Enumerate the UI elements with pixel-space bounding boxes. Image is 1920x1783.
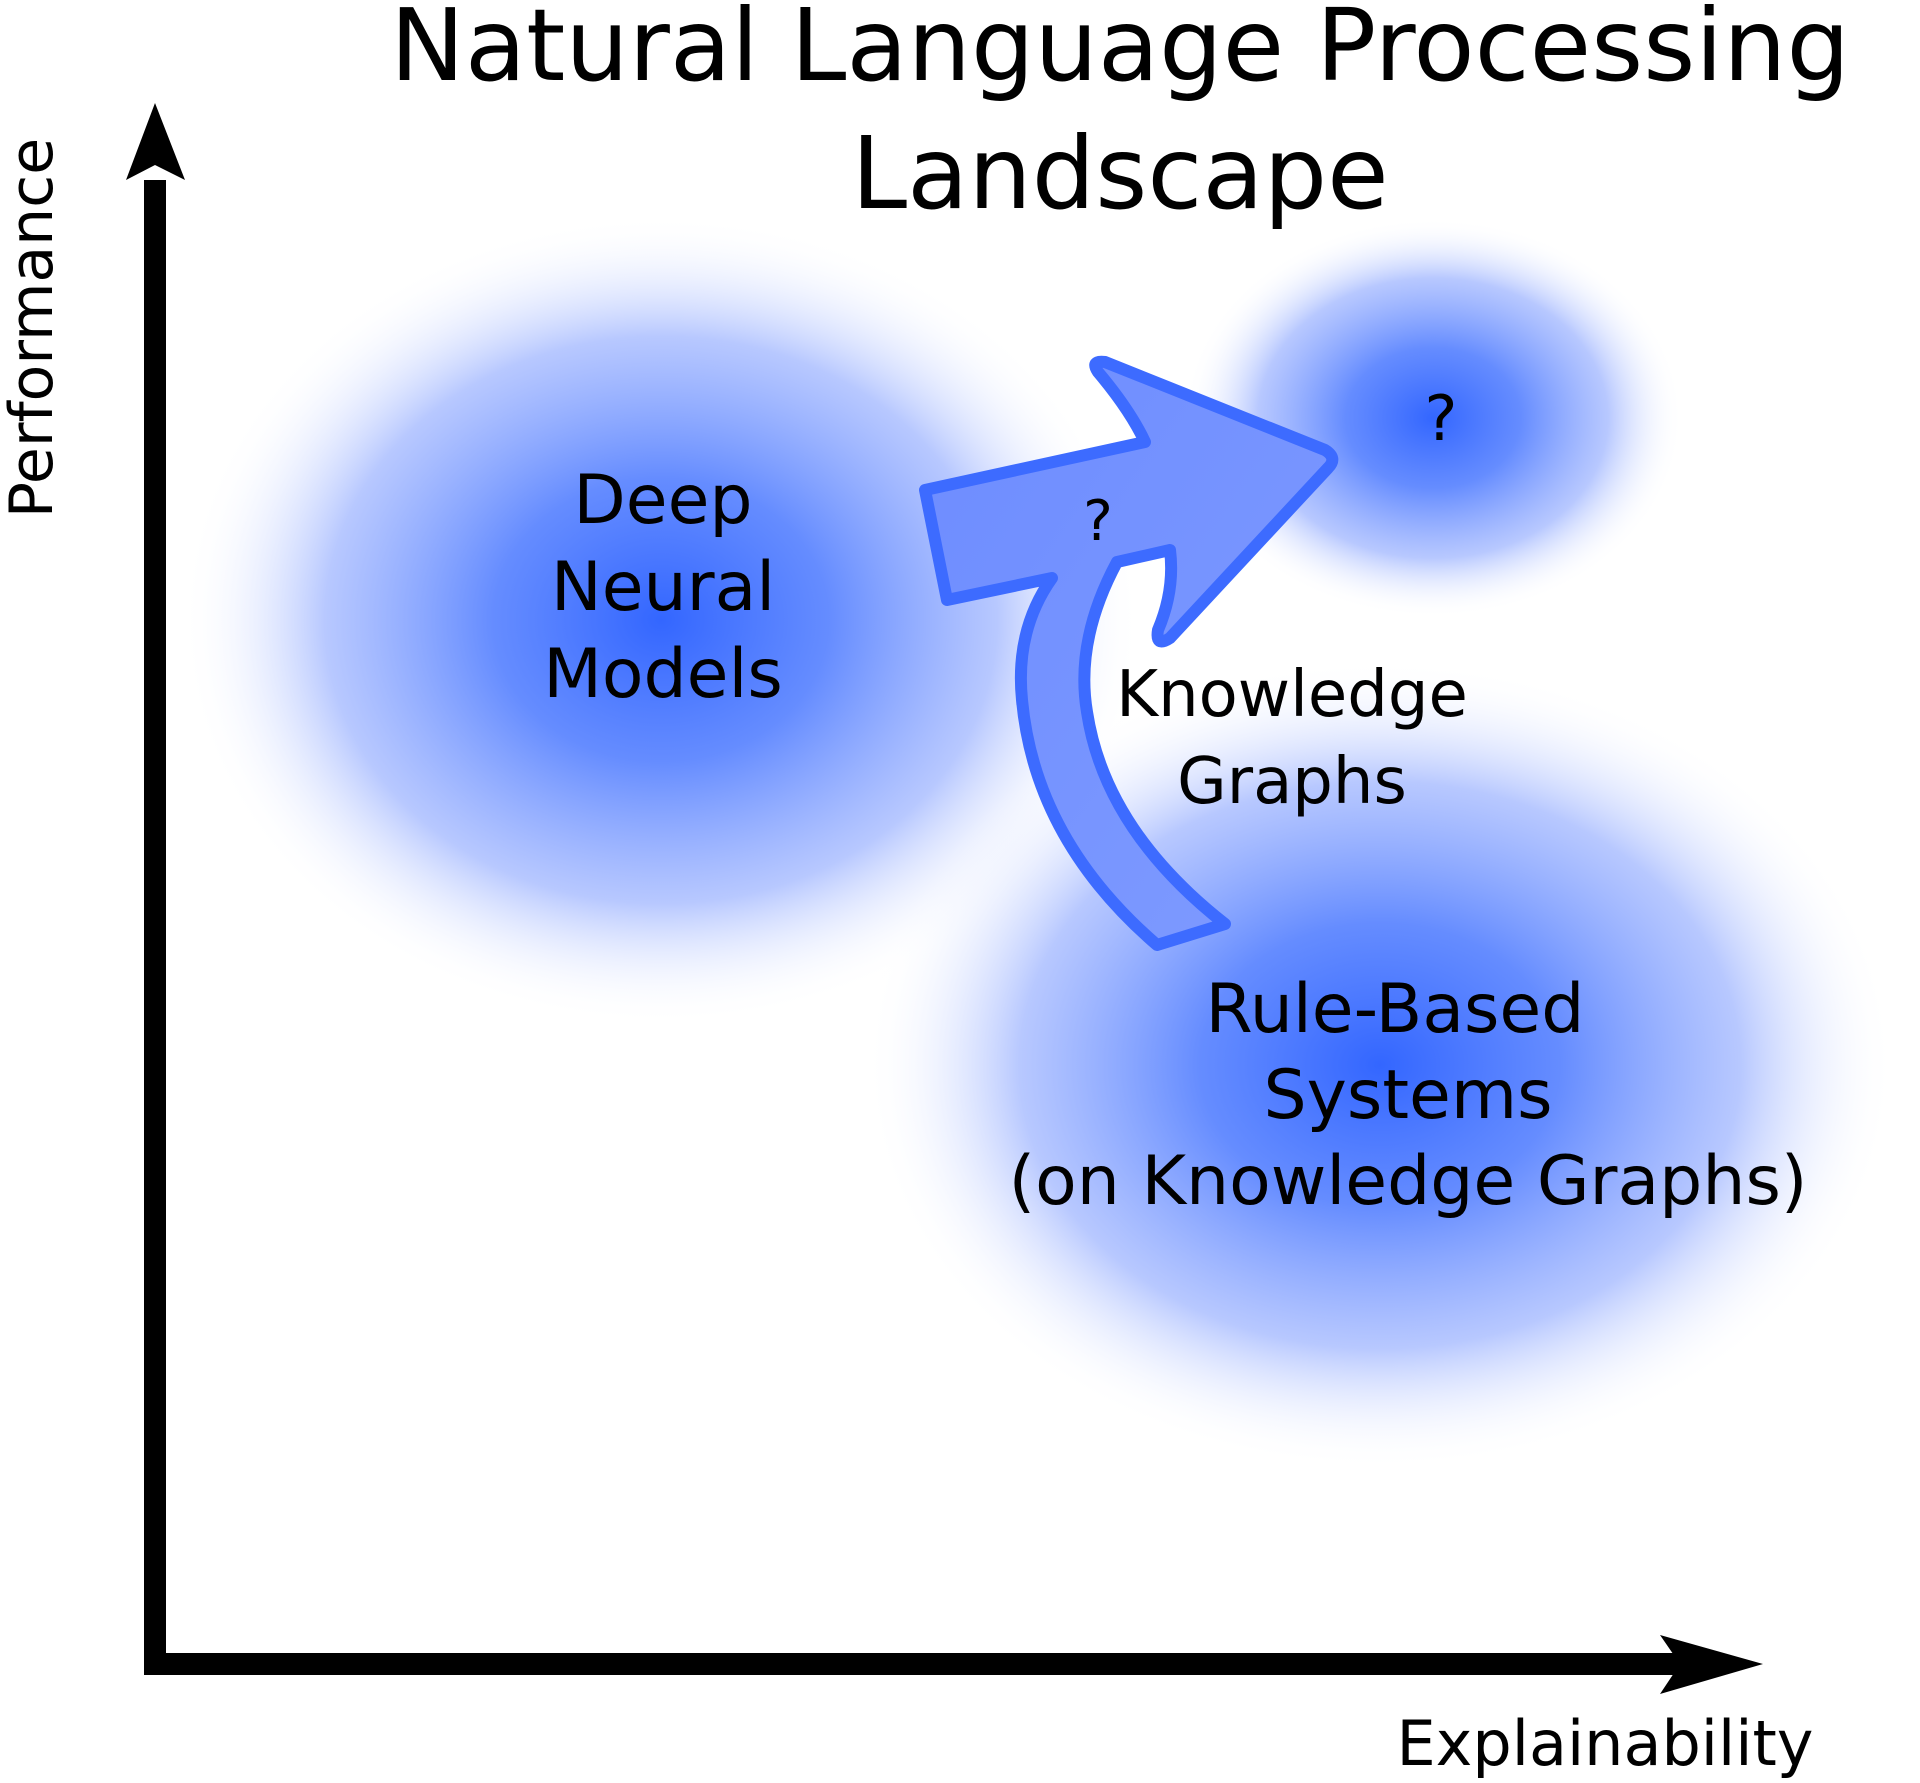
svg-text:Systems: Systems bbox=[1264, 1056, 1553, 1135]
y-axis-arrowhead-icon bbox=[126, 103, 185, 180]
svg-text:(on Knowledge Graphs): (on Knowledge Graphs) bbox=[1009, 1142, 1808, 1221]
region-label-unknown-target: ? bbox=[1425, 382, 1458, 455]
region-label-rule-based-systems: Rule-Based Systems (on Knowledge Graphs) bbox=[1009, 970, 1808, 1221]
transition-arrow-label: ? bbox=[1083, 489, 1113, 554]
svg-text:Rule-Based: Rule-Based bbox=[1206, 970, 1585, 1049]
svg-text:Knowledge: Knowledge bbox=[1116, 658, 1468, 732]
y-axis-label: Performance bbox=[0, 138, 67, 518]
title-line-2: Landscape bbox=[851, 115, 1388, 232]
svg-text:Graphs: Graphs bbox=[1177, 745, 1407, 819]
svg-text:Neural: Neural bbox=[551, 548, 775, 627]
region-blob-deep-neural-models bbox=[181, 215, 1141, 1025]
svg-text:Models: Models bbox=[543, 635, 783, 714]
y-axis bbox=[126, 103, 185, 1675]
title-line-1: Natural Language Processing bbox=[390, 0, 1850, 104]
region-blob-unknown-target bbox=[1183, 218, 1683, 618]
knowledge-graphs-caption: Knowledge Graphs bbox=[1116, 658, 1468, 819]
region-label-deep-neural-models: Deep Neural Models bbox=[543, 461, 783, 714]
x-axis-label: Explainability bbox=[1397, 1707, 1814, 1779]
transition-arrow-icon bbox=[919, 355, 1339, 951]
x-axis bbox=[144, 1635, 1763, 1694]
x-axis-arrowhead-icon bbox=[1660, 1635, 1763, 1694]
svg-text:Deep: Deep bbox=[573, 461, 752, 540]
